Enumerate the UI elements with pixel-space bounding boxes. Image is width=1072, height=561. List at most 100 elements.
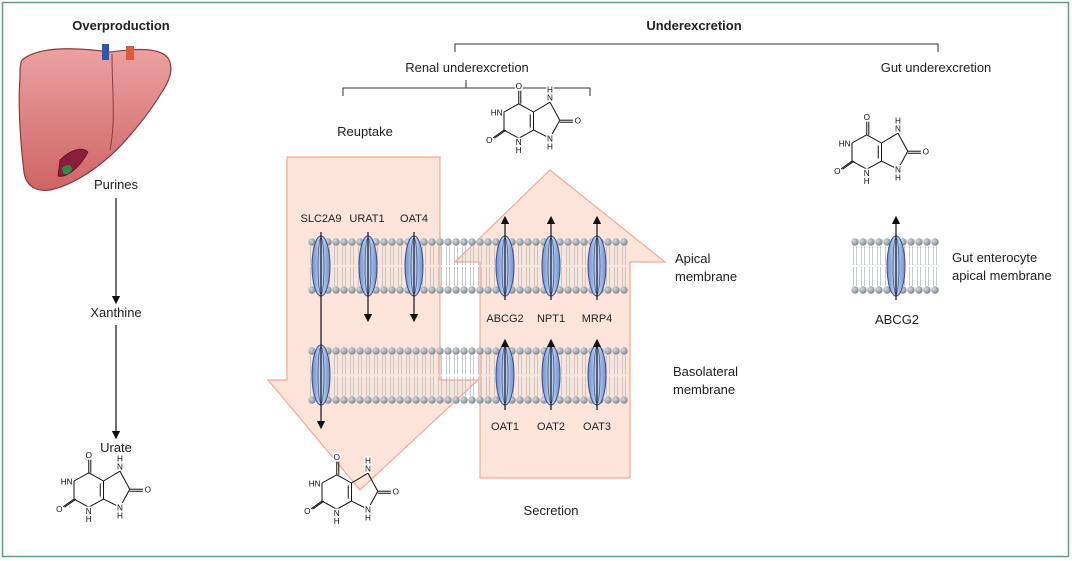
bond-1 xyxy=(866,134,882,144)
bond-7 xyxy=(897,132,909,152)
bond-9 xyxy=(881,160,899,170)
bond-7 xyxy=(549,101,561,121)
atom-n-bottom: N xyxy=(334,509,340,518)
atom-h-bottom: H xyxy=(516,146,522,155)
bond-1 xyxy=(336,474,352,484)
bond-6 xyxy=(881,132,899,144)
bond-4 xyxy=(503,129,520,139)
bond-3 xyxy=(88,498,104,508)
atom-hn: HN xyxy=(61,477,73,486)
transporter-gut-abcg2: ABCG2 xyxy=(874,312,920,327)
transporter-slc2a9: SLC2A9 xyxy=(300,213,342,225)
bond-8 xyxy=(367,490,379,510)
bond-3 xyxy=(336,500,352,510)
atom-h-n7: H xyxy=(895,116,901,125)
transporter-channels xyxy=(311,215,906,430)
basolateral-membrane-label-1: Basolateral xyxy=(673,364,739,379)
gut-membrane-label-1: Gut enterocyte xyxy=(952,250,1038,265)
reuptake-label: Reuptake xyxy=(337,124,393,139)
atom-o-top: O xyxy=(334,453,340,462)
atom-n9: N xyxy=(547,135,553,144)
carbonyl-left-2 xyxy=(842,160,855,170)
bond-4 xyxy=(73,498,90,508)
atom-n-bottom: N xyxy=(86,507,92,516)
bond-3 xyxy=(866,160,882,170)
apical-membrane-label-2: membrane xyxy=(675,269,738,284)
atom-hn: HN xyxy=(491,108,503,117)
atom-o-left: O xyxy=(304,507,310,516)
transporter-abcg2: ABCG2 xyxy=(486,313,524,325)
atom-o-top: O xyxy=(516,82,522,91)
atom-o-right: O xyxy=(923,147,929,156)
underexcretion-title: Underexcretion xyxy=(646,18,742,33)
bond-8 xyxy=(119,488,131,508)
transporter-oat3: OAT3 xyxy=(583,421,611,433)
atom-n-bottom: N xyxy=(864,169,870,178)
bond-8 xyxy=(549,119,561,139)
atom-o-left: O xyxy=(834,167,840,176)
liver-illustration xyxy=(18,44,172,191)
atom-h-n9: H xyxy=(117,512,123,521)
apical-membrane-label-1: Apical xyxy=(675,251,711,266)
atom-h-bottom: H xyxy=(86,515,92,524)
bond-9 xyxy=(103,498,121,508)
atom-n7: N xyxy=(547,94,553,103)
carbonyl-left xyxy=(492,129,505,139)
purines-label: Purines xyxy=(93,177,139,192)
atom-hn: HN xyxy=(309,479,321,488)
bond-4 xyxy=(321,500,338,510)
atom-n9: N xyxy=(365,506,371,515)
atom-o-top: O xyxy=(864,113,870,122)
atom-n-bottom: N xyxy=(516,138,522,147)
atom-n7: N xyxy=(117,463,123,472)
bond-0 xyxy=(851,134,868,144)
transporter-oat1: OAT1 xyxy=(491,421,519,433)
bond-4 xyxy=(851,160,868,170)
atom-o-right: O xyxy=(145,485,151,494)
transporter-mrp4: MRP4 xyxy=(581,313,613,325)
carbonyl-left xyxy=(840,160,853,170)
atom-o-right: O xyxy=(575,116,581,125)
bond-6 xyxy=(533,101,551,113)
xanthine-label: Xanthine xyxy=(90,305,142,320)
transporter-npt1: NPT1 xyxy=(536,313,566,325)
overproduction-title: Overproduction xyxy=(72,18,170,33)
renal-underexcretion-label: Renal underexcretion xyxy=(405,60,529,75)
atom-h-n7: H xyxy=(365,456,371,465)
carbonyl-left xyxy=(62,498,75,508)
atom-n7: N xyxy=(365,465,371,474)
gut-underexcretion-label: Gut underexcretion xyxy=(880,60,992,75)
atom-h-n9: H xyxy=(895,174,901,183)
atom-o-left: O xyxy=(56,505,62,514)
bond-6 xyxy=(103,470,121,482)
basolateral-membrane-label-2: membrane xyxy=(673,382,736,397)
atom-n9: N xyxy=(117,504,123,513)
bond-8 xyxy=(897,150,909,170)
carbonyl-left-2 xyxy=(494,129,507,139)
carbonyl-left-2 xyxy=(312,500,325,510)
transporter-oat2: OAT2 xyxy=(537,421,565,433)
gut-membrane-label-2: apical membrane xyxy=(952,268,1052,283)
renal-brace xyxy=(342,80,591,96)
bond-1 xyxy=(518,103,534,113)
secretion-label: Secretion xyxy=(523,503,579,518)
atom-o-left: O xyxy=(486,136,492,145)
bond-0 xyxy=(503,103,520,113)
atom-h-bottom: H xyxy=(334,517,340,526)
atom-h-n7: H xyxy=(117,454,123,463)
atom-o-top: O xyxy=(86,451,92,460)
atom-hn: HN xyxy=(839,139,851,148)
atom-h-bottom: H xyxy=(864,177,870,186)
bond-9 xyxy=(533,129,551,139)
transporter-oat4: OAT4 xyxy=(400,213,428,225)
bond-9 xyxy=(351,500,369,510)
underexcretion-brace xyxy=(454,43,939,52)
atom-n7: N xyxy=(895,125,901,134)
transporter-urat1: URAT1 xyxy=(349,213,385,225)
urate-label: Urate xyxy=(100,440,132,455)
carbonyl-left xyxy=(310,500,323,510)
